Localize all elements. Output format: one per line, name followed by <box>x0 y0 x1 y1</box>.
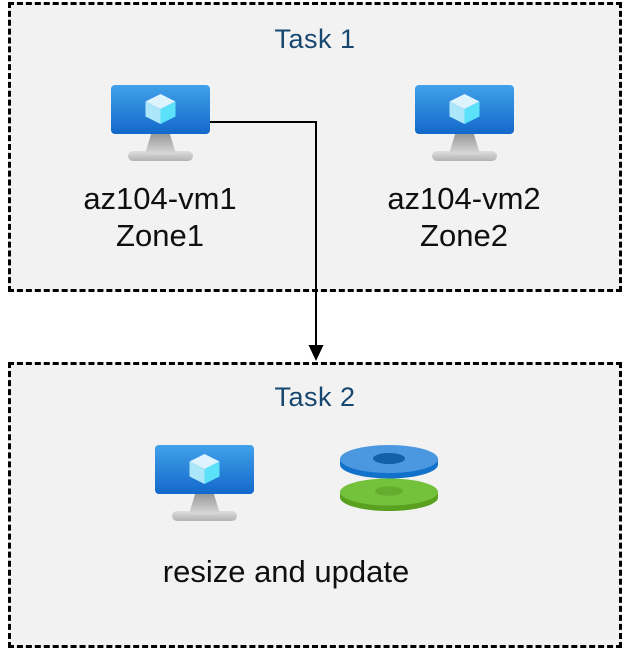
vm1-zone: Zone1 <box>116 218 204 253</box>
task2-box: Task 2 resize and update <box>8 362 622 648</box>
task2-title: Task 2 <box>274 382 356 412</box>
task1-box: Task 1 az104-vm1 Zone1 az104-vm2 Zone2 <box>8 2 622 292</box>
virtual-machine-icon <box>111 85 210 162</box>
vm1-label: az104-vm1 Zone1 <box>60 180 260 254</box>
virtual-machine-icon <box>415 85 514 162</box>
vm2-label: az104-vm2 Zone2 <box>364 180 564 254</box>
vm2-zone: Zone2 <box>420 218 508 253</box>
virtual-machine-icon <box>155 445 254 522</box>
vm1-name: az104-vm1 <box>83 181 237 216</box>
managed-disks-icon <box>339 444 439 512</box>
vm2-name: az104-vm2 <box>387 181 541 216</box>
task1-title: Task 1 <box>274 24 356 54</box>
task2-caption: resize and update <box>162 554 410 589</box>
